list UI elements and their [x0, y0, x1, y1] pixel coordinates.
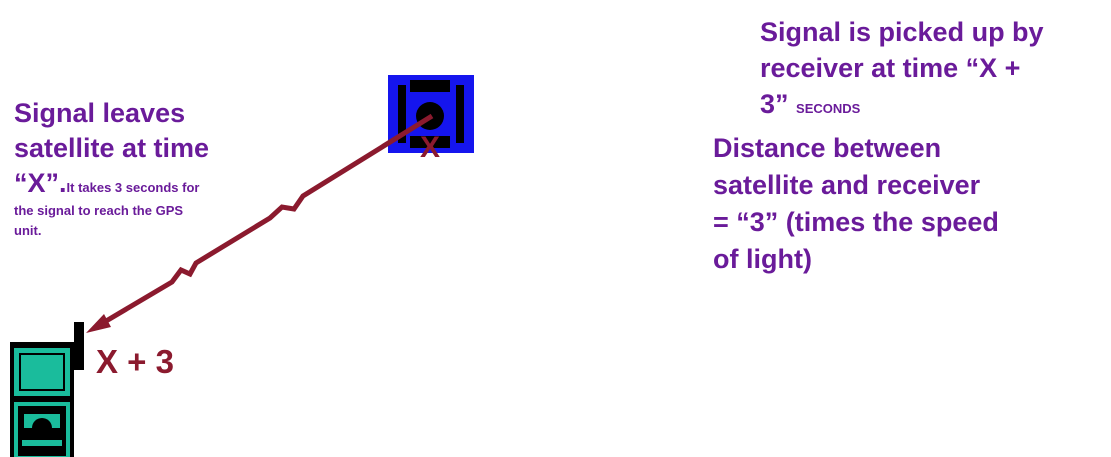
- departure-line-1: Signal leaves: [14, 98, 186, 128]
- distance-line-3: = “3” (times the speed: [713, 207, 999, 237]
- departure-time-quote: “X”.: [14, 168, 67, 198]
- departure-line-4: the signal to reach the GPS: [14, 203, 184, 218]
- distance-line-4: of light): [713, 244, 812, 274]
- distance-explanation: Distance between satellite and receiver …: [713, 130, 1093, 278]
- distance-line-1: Distance between: [713, 133, 942, 163]
- arrival-line-3-main: 3”: [760, 89, 789, 119]
- departure-explanation: Signal leaves satellite at time “X”.It t…: [14, 96, 274, 241]
- arrival-line-3: 3” SECONDS: [760, 86, 1105, 127]
- arrival-explanation: Signal is picked up by receiver at time …: [760, 14, 1105, 127]
- satellite-icon: [388, 75, 474, 153]
- signal-path: [94, 113, 434, 330]
- arrival-seconds-label: SECONDS: [796, 101, 861, 116]
- departure-line-5: unit.: [14, 223, 42, 238]
- gps-receiver-icon: [10, 322, 84, 457]
- signal-arrowhead: [86, 314, 111, 333]
- departure-line-2: satellite at time: [14, 133, 210, 163]
- departure-line-3-rest: It takes 3 seconds for: [66, 180, 200, 195]
- departure-line-3: “X”.It takes 3 seconds for: [14, 166, 274, 201]
- arrival-line-2: receiver at time “X +: [760, 53, 1021, 83]
- distance-line-2: satellite and receiver: [713, 170, 981, 200]
- receiver-time-label: X + 3: [96, 343, 174, 380]
- satellite-time-label: X: [420, 131, 441, 164]
- arrival-line-1: Signal is picked up by: [760, 17, 1044, 47]
